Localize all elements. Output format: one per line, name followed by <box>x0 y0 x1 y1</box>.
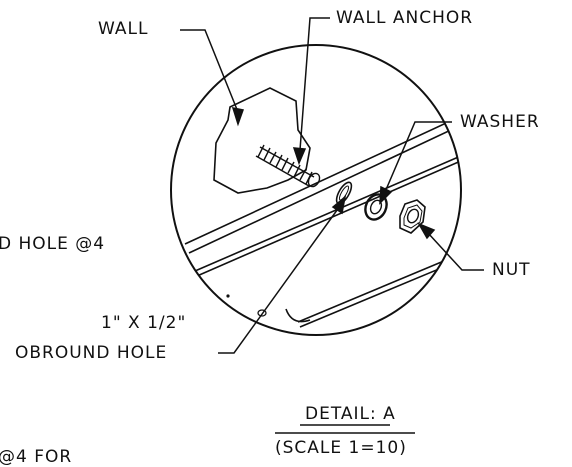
detail-title: DETAIL: A <box>305 404 396 424</box>
circle-contents <box>184 87 461 328</box>
label-wall-anchor: WALL ANCHOR <box>336 8 474 28</box>
leader-obround-hole <box>218 195 347 354</box>
leader-washer <box>379 121 452 205</box>
label-partial-for: @4 FOR <box>0 447 73 467</box>
detail-scale: (SCALE 1=10) <box>275 438 407 458</box>
channel-lines <box>184 111 461 328</box>
label-partial-hole: D HOLE @4 <box>0 234 106 254</box>
label-obround-hole: OBROUND HOLE <box>15 343 168 363</box>
wall-anchor <box>255 144 321 188</box>
wall-section <box>213 87 311 194</box>
nut <box>399 199 426 234</box>
leader-wall <box>180 29 244 127</box>
label-nut: NUT <box>492 260 531 280</box>
leader-nut <box>417 222 484 271</box>
small-hole <box>257 309 267 317</box>
detail-circle <box>170 44 462 336</box>
leader-wall-anchor <box>292 17 330 166</box>
label-wall: WALL <box>98 19 149 39</box>
label-washer: WASHER <box>460 112 540 132</box>
small-hole <box>226 294 230 298</box>
label-hole-size: 1" X 1/2" <box>101 313 187 333</box>
